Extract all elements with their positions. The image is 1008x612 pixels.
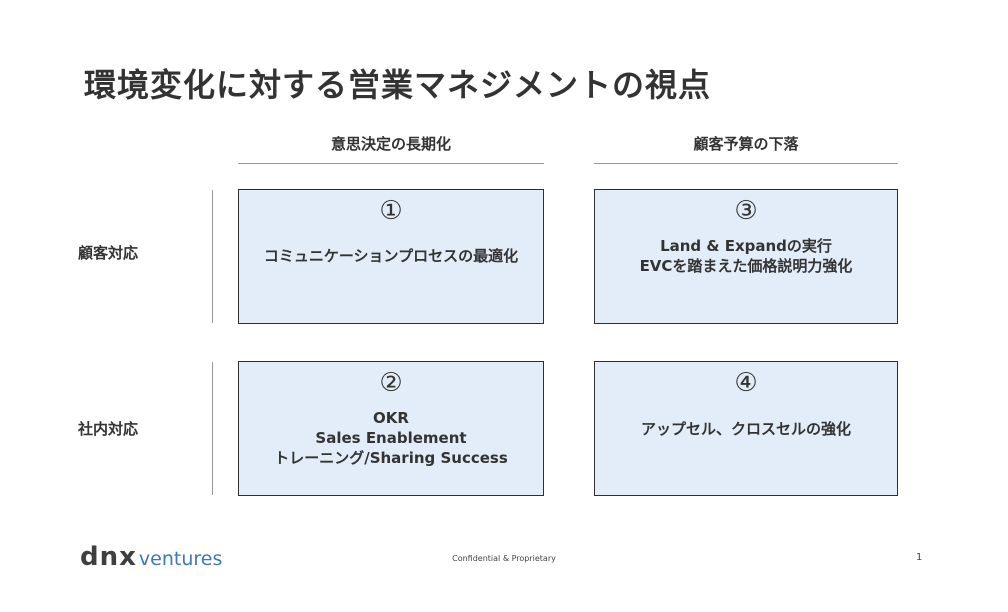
- row-label-internal: 社内対応: [78, 420, 139, 438]
- cell-line: Sales Enablement: [315, 429, 467, 447]
- cell-body: OKR Sales Enablement トレーニング/Sharing Succ…: [245, 408, 537, 468]
- confidential-notice: Confidential & Proprietary: [452, 554, 556, 563]
- matrix-cell-3: ③ Land & Expandの実行 EVCを踏まえた価格説明力強化: [594, 189, 898, 324]
- row-label-customer: 顧客対応: [78, 244, 139, 262]
- cell-body: コミュニケーションプロセスの最適化: [245, 246, 537, 266]
- matrix-cell-4: ④ アップセル、クロスセルの強化: [594, 361, 898, 496]
- cell-line: Land & Expandの実行: [660, 237, 832, 255]
- cell-body: アップセル、クロスセルの強化: [601, 419, 891, 439]
- cell-line: コミュニケーションプロセスの最適化: [263, 247, 519, 265]
- cell-number: ②: [379, 368, 403, 398]
- cell-number: ①: [379, 196, 403, 226]
- matrix-cell-2: ② OKR Sales Enablement トレーニング/Sharing Su…: [238, 361, 544, 496]
- column-header-budget-decline: 顧客予算の下落: [594, 134, 898, 164]
- cell-body: Land & Expandの実行 EVCを踏まえた価格説明力強化: [601, 236, 891, 276]
- row-divider-internal: [212, 362, 213, 495]
- matrix-cell-1: ① コミュニケーションプロセスの最適化: [238, 189, 544, 324]
- page-number: 1: [916, 552, 923, 563]
- cell-number: ④: [734, 368, 758, 398]
- slide-title: 環境変化に対する営業マネジメントの視点: [84, 66, 712, 104]
- cell-line: トレーニング/Sharing Success: [274, 449, 508, 467]
- logo-secondary-text: ventures: [138, 548, 223, 570]
- cell-number: ③: [734, 196, 758, 226]
- cell-line: アップセル、クロスセルの強化: [640, 420, 851, 438]
- logo-primary-text: dnx: [80, 542, 137, 572]
- cell-line: EVCを踏まえた価格説明力強化: [639, 257, 853, 275]
- row-divider-customer: [212, 190, 213, 323]
- cell-line: OKR: [373, 409, 409, 427]
- column-header-longer-decision: 意思決定の長期化: [238, 134, 544, 164]
